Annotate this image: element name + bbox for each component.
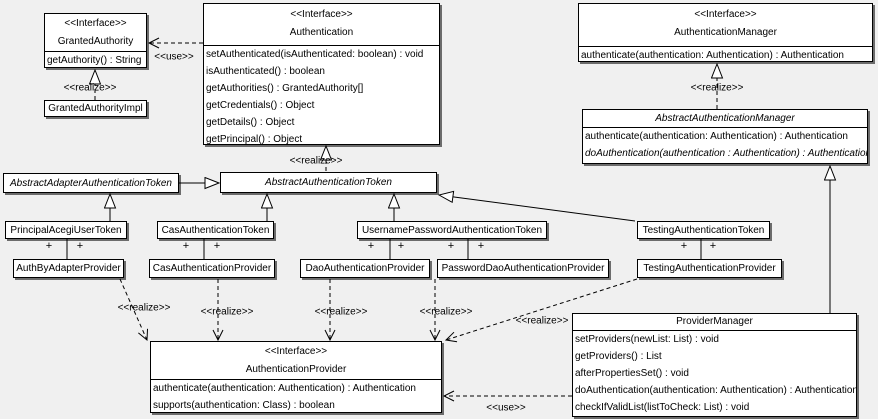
association-plus: + (45, 240, 53, 252)
class-name: PasswordDaoAuthenticationProvider (441, 263, 605, 274)
class-name: GrantedAuthority (57, 36, 134, 47)
association-plus: + (709, 240, 717, 252)
method: getPrincipal() : Object (206, 134, 303, 145)
class-testing-authentication-provider[interactable]: TestingAuthenticationProvider (637, 259, 782, 278)
method: authenticate(authentication: Authenticat… (585, 131, 848, 142)
method: setAuthenticated(isAuthenticated: boolea… (206, 49, 424, 60)
association-plus: + (680, 240, 688, 252)
association-plus: + (477, 240, 485, 252)
class-principal-acegi-user-token[interactable]: PrincipalAcegiUserToken (5, 221, 127, 239)
class-title: <<Interface>> Authentication (204, 4, 439, 45)
method: getProviders() : List (575, 351, 662, 362)
stereotype-label: <<Interface>> (64, 18, 127, 29)
method: setProviders(newList: List) : void (575, 334, 719, 345)
class-name: UsernamePasswordAuthenticationToken (361, 224, 543, 236)
class-name: AuthenticationProvider (245, 364, 347, 375)
class-provider-manager[interactable]: ProviderManager setProviders(newList: Li… (572, 313, 857, 417)
class-username-password-authentication-token[interactable]: UsernamePasswordAuthenticationToken (357, 221, 547, 239)
realize-label: <<realize>> (314, 306, 368, 318)
class-granted-authority[interactable]: <<Interface>> GrantedAuthority getAuthor… (44, 13, 147, 68)
association-plus: + (447, 240, 455, 252)
realize-label: <<realize>> (515, 315, 569, 327)
methods-compartment: getAuthority() : String (45, 51, 146, 69)
class-cas-authentication-token[interactable]: CasAuthenticationToken (157, 221, 274, 239)
methods-compartment: authenticate(authentication: Authenticat… (583, 127, 867, 162)
class-title: <<Interface>> AuthenticationProvider (151, 342, 441, 379)
class-title: ProviderManager (573, 314, 856, 330)
method: getDetails() : Object (206, 117, 295, 128)
association-plus: + (182, 240, 190, 252)
stereotype-label: <<Interface>> (290, 9, 353, 20)
class-name: TestingAuthenticationToken (642, 224, 765, 236)
realize-label: <<realize>> (419, 306, 473, 318)
method: getAuthority() : String (47, 55, 142, 66)
realize-label: <<realize>> (200, 306, 254, 318)
class-name: ProviderManager (676, 316, 753, 327)
use-label: <<use>> (486, 402, 526, 414)
class-name: CasAuthenticationToken (161, 224, 270, 236)
class-name: DaoAuthenticationProvider (305, 263, 425, 274)
method: checkIfValidList(listToCheck: List) : vo… (575, 402, 750, 413)
class-granted-authority-impl[interactable]: GrantedAuthorityImpl (44, 100, 147, 117)
generalization-edge-testingauthenticationtoken (439, 195, 636, 222)
methods-compartment: authenticate(authentication: Authenticat… (579, 46, 872, 64)
methods-compartment: setProviders(newList: List) : void getPr… (573, 330, 856, 416)
stereotype-label: <<Interface>> (264, 346, 328, 357)
class-cas-authentication-provider[interactable]: CasAuthenticationProvider (149, 259, 275, 278)
method: getCredentials() : Object (206, 100, 315, 111)
association-plus: + (76, 240, 84, 252)
class-name: CasAuthenticationProvider (152, 263, 272, 274)
class-name: AuthByAdapterProvider (16, 263, 121, 274)
method: supports(authentication: Class) : boolea… (153, 400, 335, 411)
association-plus: + (367, 240, 375, 252)
association-plus: + (397, 240, 405, 252)
class-authentication-provider[interactable]: <<Interface>> AuthenticationProvider aut… (150, 341, 442, 413)
method: authenticate(authentication: Authenticat… (153, 383, 416, 394)
class-dao-authentication-provider[interactable]: DaoAuthenticationProvider (300, 259, 430, 278)
class-password-dao-authentication-provider[interactable]: PasswordDaoAuthenticationProvider (437, 259, 609, 278)
methods-compartment: authenticate(authentication: Authenticat… (151, 379, 441, 414)
method: authenticate(authentication: Authenticat… (581, 50, 844, 61)
class-name: AbstractAuthenticationToken (265, 177, 392, 188)
class-name: AuthenticationManager (674, 27, 777, 38)
class-authentication[interactable]: <<Interface>> Authentication setAuthenti… (203, 3, 440, 145)
realize-label: <<realize>> (289, 155, 343, 167)
method: afterPropertiesSet() : void (575, 368, 689, 379)
class-name: Authentication (289, 27, 354, 38)
realize-label: <<realize>> (63, 82, 117, 94)
realize-label: <<realize>> (690, 82, 744, 94)
class-name: TestingAuthenticationProvider (643, 263, 776, 274)
class-abstract-adapter-authentication-token[interactable]: AbstractAdapterAuthenticationToken (3, 173, 179, 193)
class-title: AbstractAuthenticationManager (583, 110, 867, 127)
method: isAuthenticated() : boolean (206, 66, 325, 77)
class-name: AbstractAuthenticationManager (655, 113, 795, 124)
class-authentication-manager[interactable]: <<Interface>> AuthenticationManager auth… (578, 3, 873, 62)
class-title: <<Interface>> GrantedAuthority (45, 14, 146, 51)
class-name: PrincipalAcegiUserToken (10, 224, 122, 236)
class-abstract-authentication-token[interactable]: AbstractAuthenticationToken (220, 172, 437, 193)
association-plus: + (213, 240, 221, 252)
realize-edge-testingauthenticationprovider (444, 278, 638, 343)
class-name: GrantedAuthorityImpl (48, 103, 143, 114)
method: doAuthentication(authentication: Authent… (575, 385, 856, 396)
class-abstract-authentication-manager[interactable]: AbstractAuthenticationManager authentica… (582, 109, 868, 164)
class-title: <<Interface>> AuthenticationManager (579, 4, 872, 46)
class-auth-by-adapter-provider[interactable]: AuthByAdapterProvider (13, 259, 124, 278)
methods-compartment: setAuthenticated(isAuthenticated: boolea… (204, 45, 439, 148)
class-testing-authentication-token[interactable]: TestingAuthenticationToken (637, 221, 770, 239)
method-abstract: doAuthentication(authentication : Authen… (585, 148, 867, 159)
class-name: AbstractAdapterAuthenticationToken (10, 177, 172, 189)
method: getAuthorities() : GrantedAuthority[] (206, 83, 364, 94)
use-label: <<use>> (154, 51, 194, 63)
realize-label: <<realize>> (117, 302, 171, 314)
stereotype-label: <<Interface>> (694, 9, 757, 20)
